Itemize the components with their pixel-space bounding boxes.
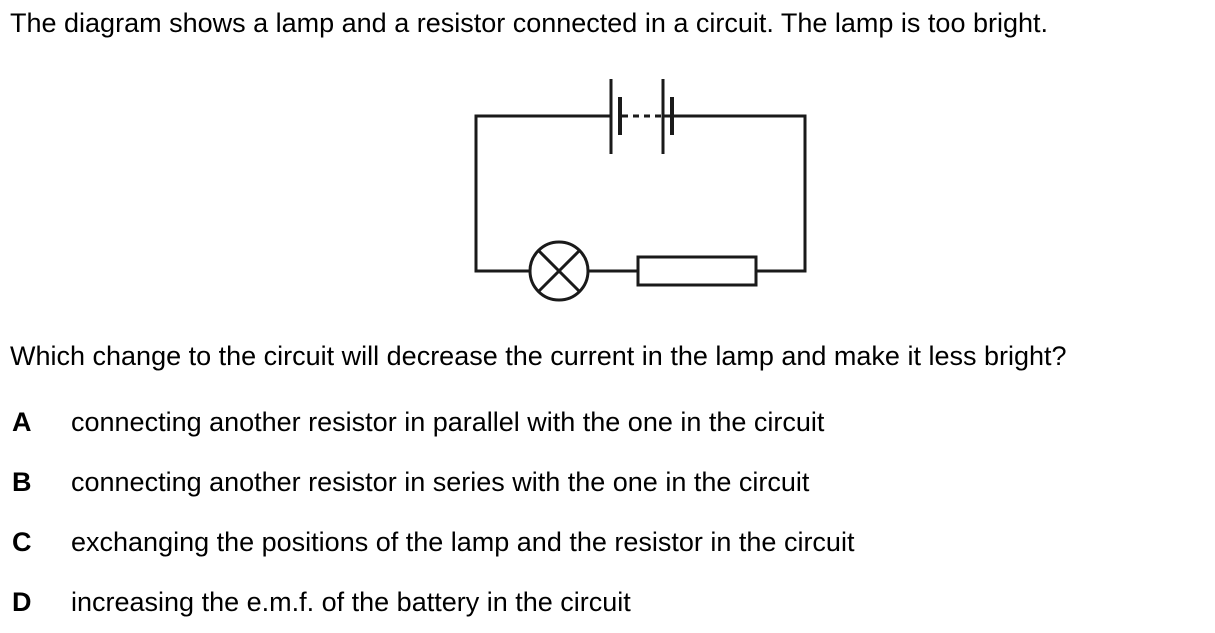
wire-top-right [661, 114, 807, 273]
question-text: Which change to the circuit will decreas… [10, 341, 1067, 371]
option-b-text: connecting another resistor in series wi… [71, 467, 810, 497]
option-a-text: connecting another resistor in parallel … [71, 407, 825, 437]
option-b-letter: B [12, 467, 32, 497]
option-a-letter: A [12, 407, 32, 437]
lamp-icon [528, 240, 590, 302]
option-d-text: increasing the e.m.f. of the battery in … [71, 587, 631, 617]
battery-icon [609, 79, 674, 154]
intro-text: The diagram shows a lamp and a resistor … [10, 8, 1049, 38]
option-d-letter: D [12, 587, 32, 617]
option-c-letter: C [12, 527, 32, 557]
resistor-icon [636, 255, 758, 287]
option-c-text: exchanging the positions of the lamp and… [71, 527, 855, 557]
wire-top-left [474, 114, 613, 273]
